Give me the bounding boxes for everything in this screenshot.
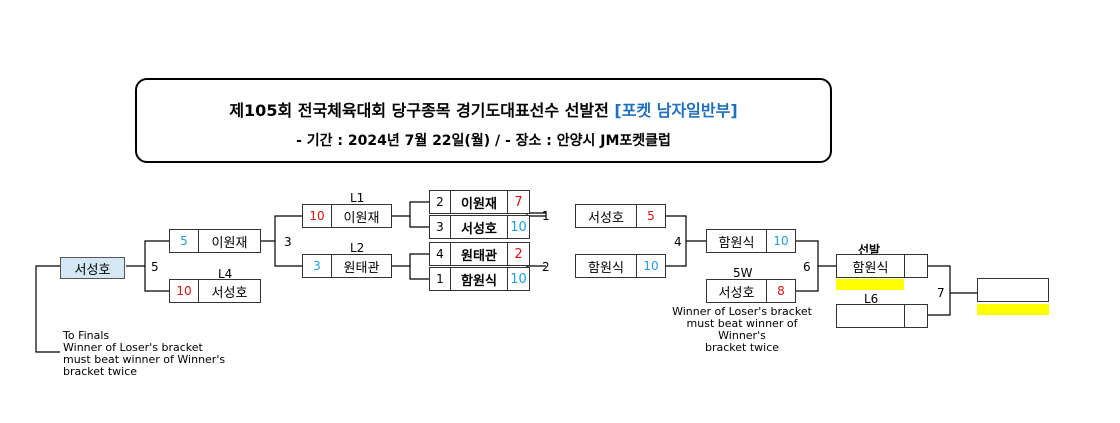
division-label: [포켓 남자일반부] [614, 101, 738, 120]
seed: 1 [430, 268, 451, 290]
page-title: 제105회 전국체육대회 당구종목 경기도대표선수 선발전 [포켓 남자일반부] [229, 101, 738, 120]
match-label-4: 4 [674, 235, 682, 249]
l2-label: L2 [350, 241, 365, 255]
match-label-7: 7 [937, 286, 945, 300]
event-subtitle: - 기간 : 2024년 7월 22일(월) / - 장소 : 안양시 JM포켓… [296, 133, 671, 149]
player-name: 이원재 [461, 196, 497, 212]
l1-label: L1 [350, 191, 365, 205]
w1-score-1: 7 [508, 190, 530, 214]
w1-slot-2: 3 서성호 [429, 215, 508, 239]
finals-note: To Finals Winner of Loser's bracket must… [63, 329, 226, 378]
final-highlight-bar [977, 304, 1049, 315]
l4-label: L4 [218, 267, 233, 281]
w1-slot-3: 4 원태관 [429, 242, 508, 266]
match-label-2: 2 [542, 260, 550, 274]
match-label-1: 1 [542, 209, 550, 223]
w2-slot-1: 서성호 5 [575, 204, 666, 228]
seed: 4 [430, 243, 451, 265]
seed: 3 [430, 216, 451, 238]
selection-heading: 선발 [858, 243, 881, 257]
final-result-slot [977, 278, 1049, 302]
losers-final-label: 5W [733, 266, 753, 280]
player-name: 함원식 [461, 273, 497, 289]
match-label-5: 5 [151, 260, 159, 274]
player-name: 서성호 [461, 221, 497, 237]
l6-label: L6 [864, 292, 879, 306]
grand-final-bottom [836, 304, 928, 328]
match-label-3: 3 [284, 235, 292, 249]
title-box: 제105회 전국체육대회 당구종목 경기도대표선수 선발전 [포켓 남자일반부]… [135, 78, 832, 163]
player-name: 원태관 [461, 248, 497, 264]
l4-slot: 10 서성호 [169, 279, 261, 303]
w1-score-4: 10 [508, 267, 530, 291]
w2-slot-2: 함원식 10 [575, 254, 666, 278]
losers-final-slot: 서성호 8 [706, 279, 796, 303]
w1-score-2: 10 [508, 215, 530, 239]
l3-slot: 5 이원재 [169, 229, 261, 253]
w1-slot-1: 2 이원재 [429, 190, 508, 214]
w1-slot-4: 1 함원식 [429, 267, 508, 291]
seed: 2 [430, 191, 451, 213]
champion-slot: 서성호 [60, 257, 125, 279]
match-label-6: 6 [803, 260, 811, 274]
l2-slot: 3 원태관 [302, 254, 392, 278]
winners-final-slot: 함원식 10 [706, 229, 796, 253]
right-note: Winner of Loser's bracket must beat winn… [672, 305, 812, 354]
highlight-bar [836, 279, 904, 290]
grand-final-top: 함원식 [836, 254, 928, 278]
l1-slot: 10 이원재 [302, 204, 392, 228]
w1-score-3: 2 [508, 242, 530, 266]
